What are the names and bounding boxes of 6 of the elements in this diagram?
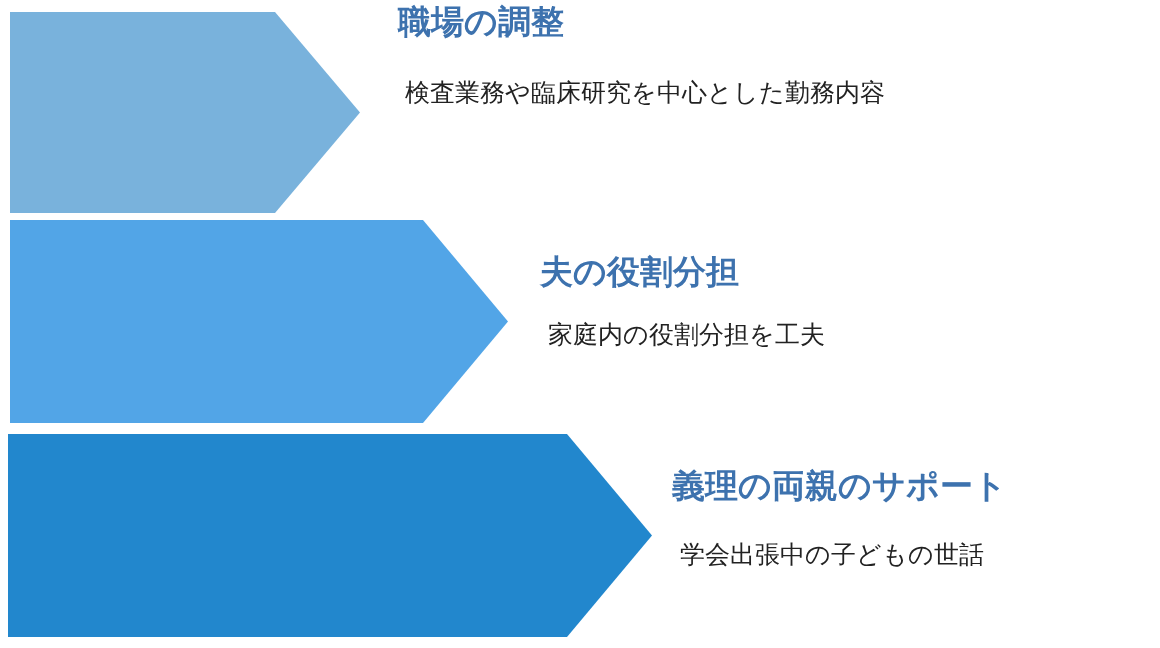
heading: 職場の調整 bbox=[398, 1, 564, 43]
description: 家庭内の役割分担を工夫 bbox=[548, 319, 825, 351]
description: 検査業務や臨床研究を中心とした勤務内容 bbox=[405, 77, 885, 109]
description: 学会出張中の子どもの世話 bbox=[680, 539, 984, 571]
heading: 義理の両親のサポート bbox=[672, 465, 1007, 507]
heading: 夫の役割分担 bbox=[540, 251, 739, 293]
